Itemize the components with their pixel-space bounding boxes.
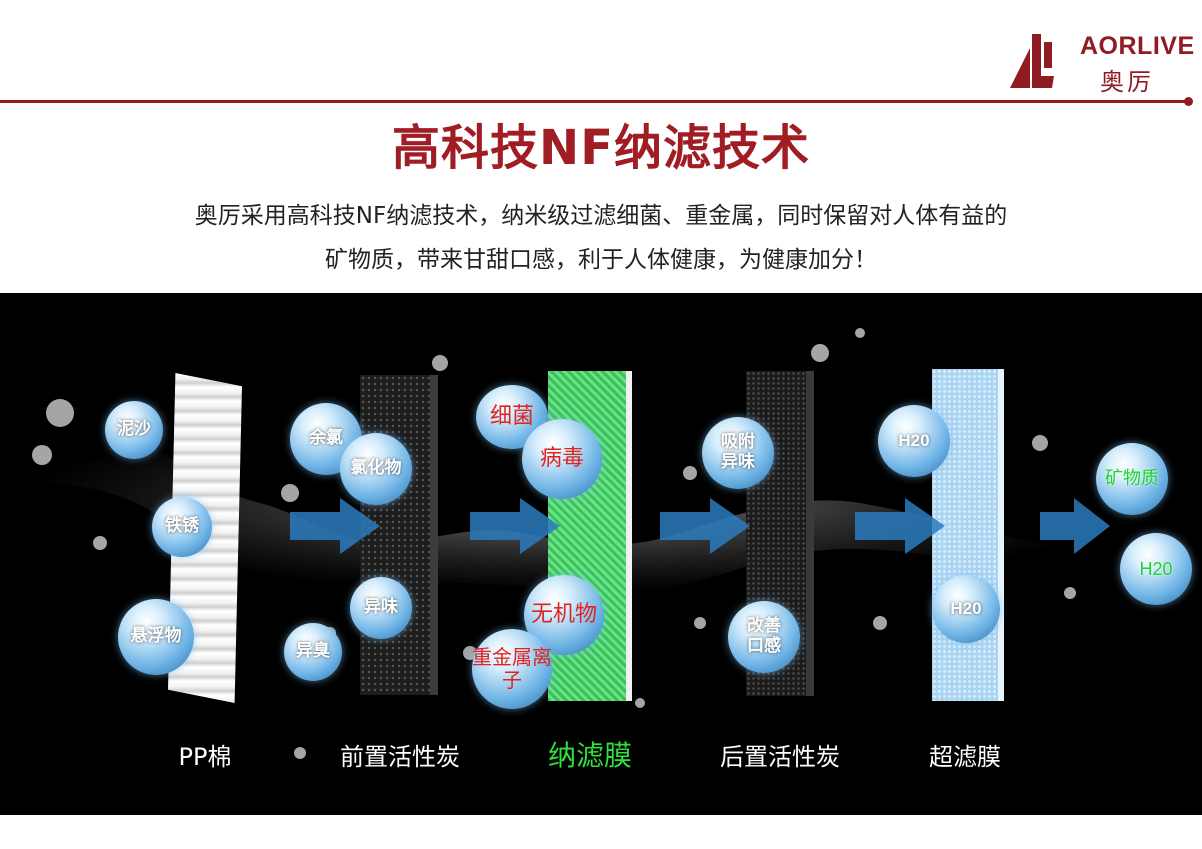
header-divider-dot [1184,97,1193,106]
bubble-off-smell: 异臭 [284,623,342,681]
stage-label-nf: 纳滤膜 [547,739,632,772]
bubble-h2o-lower: H20 [932,575,1000,643]
flow-arrow-icon [470,498,560,554]
bubble-rust: 铁锈 [152,497,212,557]
bubble-h2o-upper: H20 [878,405,950,477]
filtration-illustration: 泥沙 铁锈 悬浮物 余氯 氯化物 异味 异臭 细菌 病毒 无机物 重金属离子 吸… [0,293,1202,815]
description-line-1: 奥厉采用高科技NF纳滤技术，纳米级过滤细菌、重金属，同时保留对人体有益的 [194,203,1008,229]
bubble-virus: 病毒 [522,419,602,499]
description-line-2: 矿物质，带来甘甜口感，利于人体健康，为健康加分！ [325,247,877,273]
bubble-chloride: 氯化物 [340,433,412,505]
bubble-sediment: 泥沙 [105,401,163,459]
page-title: 高科技NF纳滤技术 [392,120,810,176]
stage-label-pp: PP棉 [178,743,232,771]
bubble-heavy-metal-ions: 重金属离子 [472,629,552,709]
brand-logo: AORLIVE 奥厉 [1008,30,1194,96]
bubble-suspended-solids: 悬浮物 [118,599,194,675]
pre-carbon-filter [360,375,438,695]
brand-name-en: AORLIVE [1080,32,1195,60]
header-divider [0,100,1188,103]
bubble-h2o-output: H20 [1120,533,1192,605]
stage-label-pre-carbon: 前置活性炭 [340,743,460,771]
bubble-absorb-odor: 吸附异味 [702,417,774,489]
stage-label-post-carbon: 后置活性炭 [720,743,840,771]
bubble-odor: 异味 [350,577,412,639]
brand-name-cn: 奥厉 [1100,68,1154,96]
flow-arrow-icon [660,498,750,554]
flow-arrow-icon [1040,498,1110,554]
stage-label-uf: 超滤膜 [929,743,1001,771]
bubble-improve-taste: 改善口感 [728,601,800,673]
bubble-minerals: 矿物质 [1096,443,1168,515]
flow-arrow-icon [290,498,380,554]
aorlive-logo-icon [1010,34,1054,88]
flow-arrow-icon [855,498,945,554]
